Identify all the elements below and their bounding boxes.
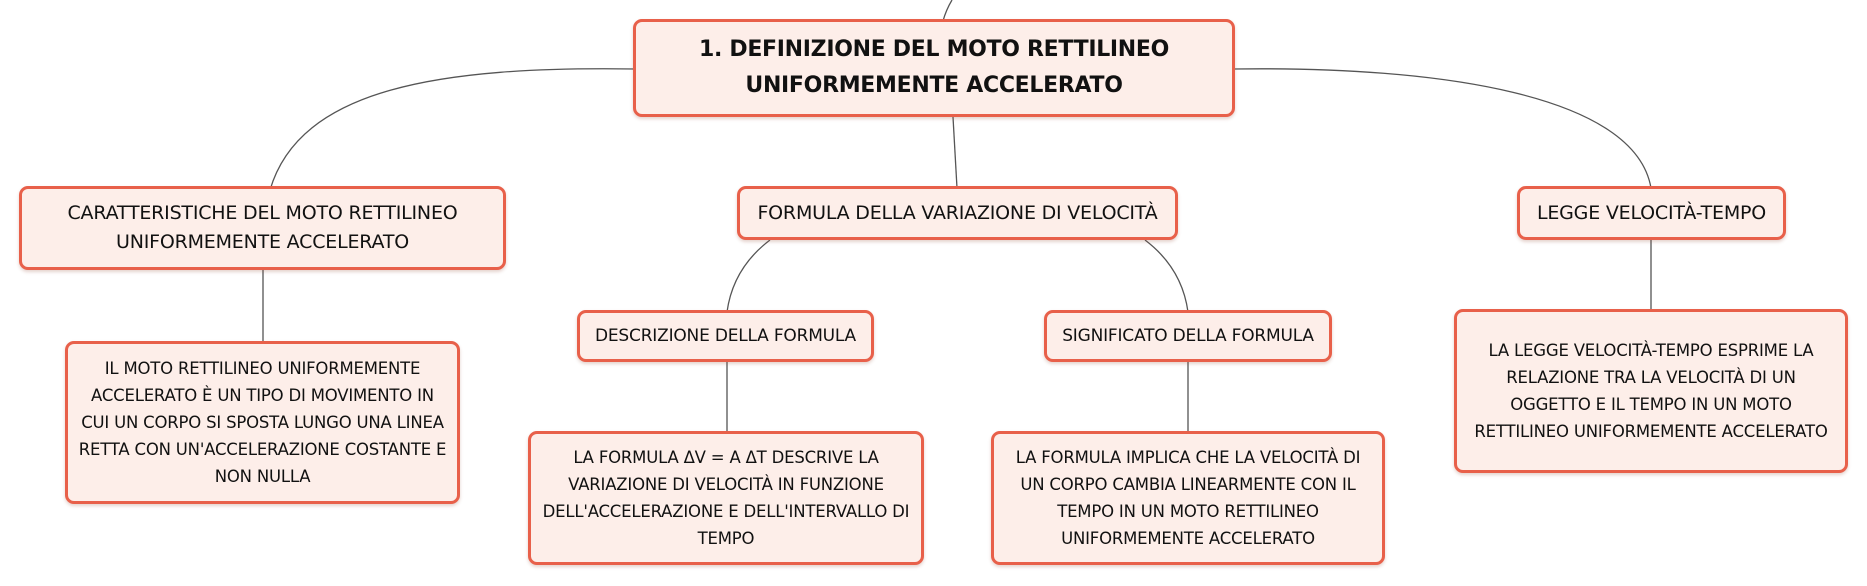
edge-incoming-root bbox=[942, 0, 953, 22]
node-caratteristiche-label: CARATTERISTICHE DEL MOTO RETTILINEO UNIF… bbox=[67, 202, 458, 253]
node-descrizione-formula-testo[interactable]: LA FORMULA ΔV = A ΔT DESCRIVE LA VARIAZI… bbox=[528, 431, 924, 565]
edge-formula-significato bbox=[1144, 239, 1189, 313]
edge-root-formula bbox=[952, 116, 958, 189]
node-significato-label: SIGNIFICATO DELLA FORMULA bbox=[1062, 326, 1314, 346]
node-significato-formula-testo[interactable]: LA FORMULA IMPLICA CHE LA VELOCITÀ DI UN… bbox=[991, 431, 1385, 565]
edge-root-legge bbox=[1232, 68, 1652, 189]
node-legge-descrizione[interactable]: LA LEGGE VELOCITÀ-TEMPO ESPRIME LA RELAZ… bbox=[1454, 309, 1848, 473]
node-caratteristiche[interactable]: CARATTERISTICHE DEL MOTO RETTILINEO UNIF… bbox=[19, 186, 506, 270]
node-significato-desc-text: LA FORMULA IMPLICA CHE LA VELOCITÀ DI UN… bbox=[1015, 448, 1361, 548]
node-legge-desc-text: LA LEGGE VELOCITÀ-TEMPO ESPRIME LA RELAZ… bbox=[1474, 341, 1828, 441]
node-formula-variazione[interactable]: FORMULA DELLA VARIAZIONE DI VELOCITÀ bbox=[737, 186, 1178, 240]
edge-root-caratteristiche bbox=[269, 68, 637, 191]
node-descrizione-desc-text: LA FORMULA ΔV = A ΔT DESCRIVE LA VARIAZI… bbox=[542, 448, 910, 548]
edge-formula-descrizione bbox=[726, 239, 771, 313]
node-significato-formula[interactable]: SIGNIFICATO DELLA FORMULA bbox=[1044, 310, 1332, 362]
node-root-definizione[interactable]: 1. DEFINIZIONE DEL MOTO RETTILINEO UNIFO… bbox=[633, 19, 1235, 117]
node-legge-label: LEGGE VELOCITÀ-TEMPO bbox=[1536, 201, 1767, 224]
node-caratteristiche-descrizione[interactable]: IL MOTO RETTILINEO UNIFORMEMENTE ACCELER… bbox=[65, 341, 460, 504]
node-caratteristiche-desc-text: IL MOTO RETTILINEO UNIFORMEMENTE ACCELER… bbox=[78, 359, 447, 486]
node-legge-velocita-tempo[interactable]: LEGGE VELOCITÀ-TEMPO bbox=[1517, 186, 1786, 240]
node-descrizione-formula[interactable]: DESCRIZIONE DELLA FORMULA bbox=[577, 310, 874, 362]
node-root-label: 1. DEFINIZIONE DEL MOTO RETTILINEO UNIFO… bbox=[698, 37, 1170, 98]
node-formula-label: FORMULA DELLA VARIAZIONE DI VELOCITÀ bbox=[757, 201, 1158, 224]
node-descrizione-label: DESCRIZIONE DELLA FORMULA bbox=[595, 326, 856, 346]
